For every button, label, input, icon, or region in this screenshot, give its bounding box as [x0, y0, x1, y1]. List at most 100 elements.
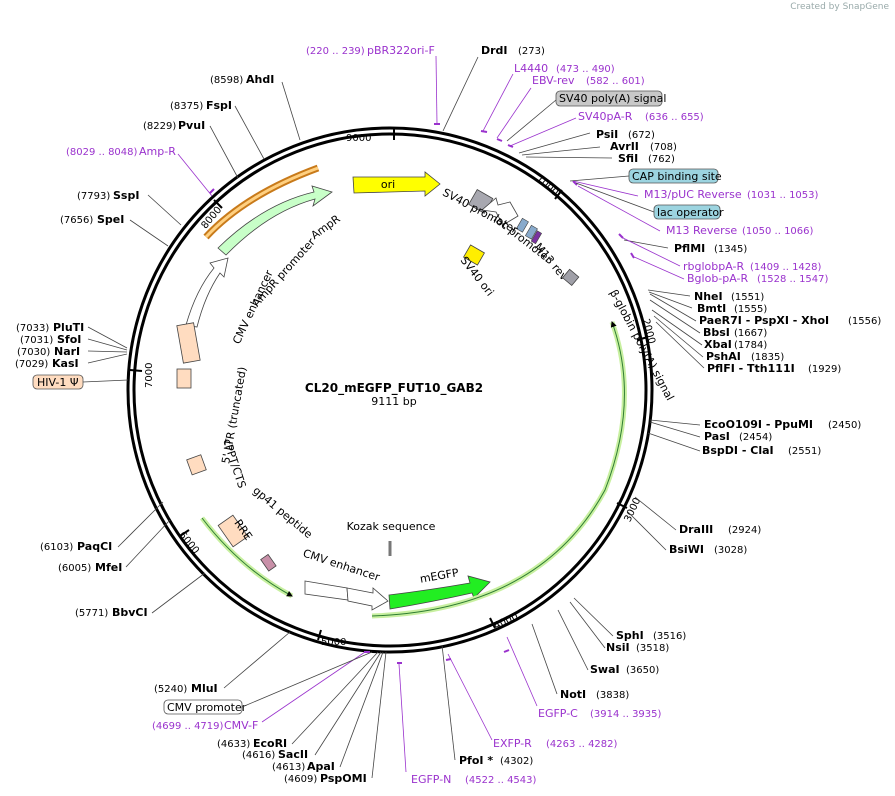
cppt-block[interactable] [186, 454, 207, 476]
sv40-polya-box[interactable]: SV40 poly(A) signal [555, 90, 666, 107]
site-sfoi[interactable]: SfoI(7031) [20, 333, 81, 346]
cmv-enhancer-2-block[interactable] [304, 580, 349, 601]
hiv-psi-box[interactable]: HIV-1 Ψ [32, 374, 84, 390]
m13-rev-block[interactable] [530, 230, 543, 245]
ampr-arrow[interactable] [217, 185, 333, 256]
primer-sv40pa-r[interactable]: SV40pA-R(636 .. 655) [578, 110, 704, 123]
site-nari[interactable]: NarI(7030) [17, 345, 80, 358]
site-xhoi[interactable]: PaeR7I - PspXI - XhoI(1556) [699, 314, 881, 327]
site-nhei[interactable]: NheI (1551) [694, 290, 764, 303]
svg-text:AvrII: AvrII [610, 140, 639, 153]
primer-rbglobpa-r[interactable]: rbglobpA-R(1409 .. 1428) [683, 260, 822, 273]
svg-text:(8598): (8598) [210, 75, 243, 86]
site-sspi[interactable]: SspI(7793) [77, 189, 139, 202]
ori-arrow[interactable] [352, 171, 441, 197]
lac-operator-block[interactable] [524, 224, 538, 240]
site-xbai[interactable]: XbaI(1784) [704, 338, 767, 351]
svg-text:(762): (762) [648, 154, 675, 165]
site-sphi[interactable]: SphI(3516) [616, 629, 686, 642]
primer-amp-r[interactable]: (8029 .. 8048)Amp-R [66, 145, 176, 158]
primer-egfp-n[interactable]: EGFP-N(4522 .. 4543) [411, 773, 537, 786]
site-sfii[interactable]: SfiI (762) [618, 152, 675, 165]
tick-5000: 5000 [321, 637, 346, 648]
site-labels: DrdI(273) PsiI(672) AvrII(708) SfiI (762)… [15, 44, 881, 785]
svg-text:PflFI - Tth111I: PflFI - Tth111I [707, 362, 795, 375]
svg-text:BmtI: BmtI [697, 302, 726, 315]
cmv-enhancer-1-label: CMV enhancer [230, 268, 276, 346]
primer-ebv-rev[interactable]: EBV-rev(582 .. 601) [532, 74, 645, 87]
svg-text:SfoI: SfoI [57, 333, 81, 346]
svg-text:NsiI: NsiI [606, 641, 630, 654]
site-pshai[interactable]: PshAI(1835) [706, 350, 784, 363]
svg-text:Bglob-pA-R: Bglob-pA-R [687, 272, 749, 285]
primer-bglob-pa-r[interactable]: Bglob-pA-R(1528 .. 1547) [687, 272, 829, 285]
svg-text:(1551): (1551) [731, 292, 764, 303]
rre-block[interactable] [217, 514, 249, 548]
primer-l4440[interactable]: L4440(473 .. 490) [514, 62, 615, 75]
site-ppumi[interactable]: EcoO109I - PpuMI(2450) [704, 418, 861, 431]
ltr-block[interactable] [176, 322, 201, 364]
site-avrii[interactable]: AvrII(708) [610, 140, 677, 153]
site-pasi[interactable]: PasI(2454) [704, 430, 772, 443]
site-spei[interactable]: SpeI(7656) [60, 213, 124, 226]
site-bsiwi[interactable]: BsiWI(3028) [669, 543, 747, 556]
site-pfoi[interactable]: PfoI *(4302) [459, 754, 533, 767]
svg-text:CMV-F: CMV-F [224, 719, 258, 732]
site-clai[interactable]: BspDI - ClaI(2551) [702, 444, 821, 457]
site-tth111i[interactable]: PflFI - Tth111I(1929) [707, 362, 841, 375]
site-bmti[interactable]: BmtI(1555) [697, 302, 767, 315]
site-swai[interactable]: SwaI(3650) [590, 663, 659, 676]
primer-m13-reverse[interactable]: M13 Reverse(1050 .. 1066) [666, 224, 814, 237]
svg-text:(1050 .. 1066): (1050 .. 1066) [742, 226, 814, 237]
cmv-promoter-arrow[interactable] [346, 587, 389, 611]
bglobin-block[interactable] [561, 268, 580, 287]
primer-exfp-r[interactable]: EXFP-R(4263 .. 4282) [493, 737, 618, 750]
site-pluti[interactable]: PluTI(7033) [16, 321, 84, 334]
gp41-block[interactable] [260, 553, 277, 572]
sv40-ori-block[interactable] [463, 244, 485, 266]
primer-egfp-c[interactable]: EGFP-C(3914 .. 3935) [538, 707, 662, 720]
cap-site-box[interactable]: CAP binding site [628, 168, 722, 184]
svg-text:M13/pUC Reverse: M13/pUC Reverse [644, 188, 742, 201]
site-pvui[interactable]: PvuI(8229) [143, 119, 205, 132]
svg-text:(582 .. 601): (582 .. 601) [586, 76, 645, 87]
site-ahdi[interactable]: AhdI(8598) [210, 73, 274, 86]
svg-text:NheI: NheI [694, 290, 723, 303]
svg-text:SfiI: SfiI [618, 152, 638, 165]
ampr-promoter-arrow[interactable] [185, 257, 229, 328]
hiv-psi-block[interactable] [176, 368, 192, 389]
site-pspomi[interactable]: PspOMI(4609) [284, 772, 367, 785]
svg-text:(6005): (6005) [58, 563, 91, 574]
site-noti[interactable]: NotI(3838) [560, 688, 629, 701]
megfp-arrow[interactable] [388, 575, 491, 610]
site-apai[interactable]: ApaI(4613) [272, 760, 335, 773]
site-fspi[interactable]: FspI(8375) [170, 99, 232, 112]
site-bbsi[interactable]: BbsI(1667) [703, 326, 767, 339]
site-mfei[interactable]: MfeI(6005) [58, 561, 122, 574]
cap-site-block[interactable] [515, 217, 529, 233]
ring-tick-marks [129, 128, 649, 641]
primer-m13-puc-reverse[interactable]: M13/pUC Reverse(1031 .. 1053) [644, 188, 819, 201]
site-psii[interactable]: PsiI(672) [596, 128, 655, 141]
site-pflmi[interactable]: PflMI(1345) [674, 242, 747, 255]
svg-text:AhdI: AhdI [246, 73, 274, 86]
primer-pbr322ori-f[interactable]: (220 .. 239)pBR322ori-F [306, 44, 435, 57]
lac-promoter-arrow[interactable] [481, 197, 519, 226]
site-sacii[interactable]: SacII(4616) [242, 748, 308, 761]
primer-cmv-f[interactable]: (4699 .. 4719)CMV-F [152, 719, 258, 732]
cmv-promoter-box[interactable]: CMV promoter [163, 699, 247, 715]
site-kasi[interactable]: KasI(7029) [15, 357, 79, 370]
site-mlui[interactable]: MluI(5240) [154, 682, 218, 695]
site-ecori[interactable]: EcoRI(4633) [217, 737, 287, 750]
site-nsii[interactable]: NsiI(3518) [606, 641, 669, 654]
svg-text:(3028): (3028) [714, 545, 747, 556]
site-bbvci[interactable]: BbvCI(5771) [75, 606, 148, 619]
svg-text:PasI: PasI [704, 430, 730, 443]
lac-operator-box[interactable]: lac operator [653, 204, 724, 220]
site-drdi[interactable]: DrdI(273) [481, 44, 545, 57]
svg-text:PvuI: PvuI [178, 119, 205, 132]
site-paqci[interactable]: PaqCI(6103) [40, 540, 112, 553]
svg-text:SwaI: SwaI [590, 663, 620, 676]
svg-text:(7030): (7030) [17, 347, 50, 358]
site-draiii[interactable]: DraIII(2924) [679, 523, 761, 536]
